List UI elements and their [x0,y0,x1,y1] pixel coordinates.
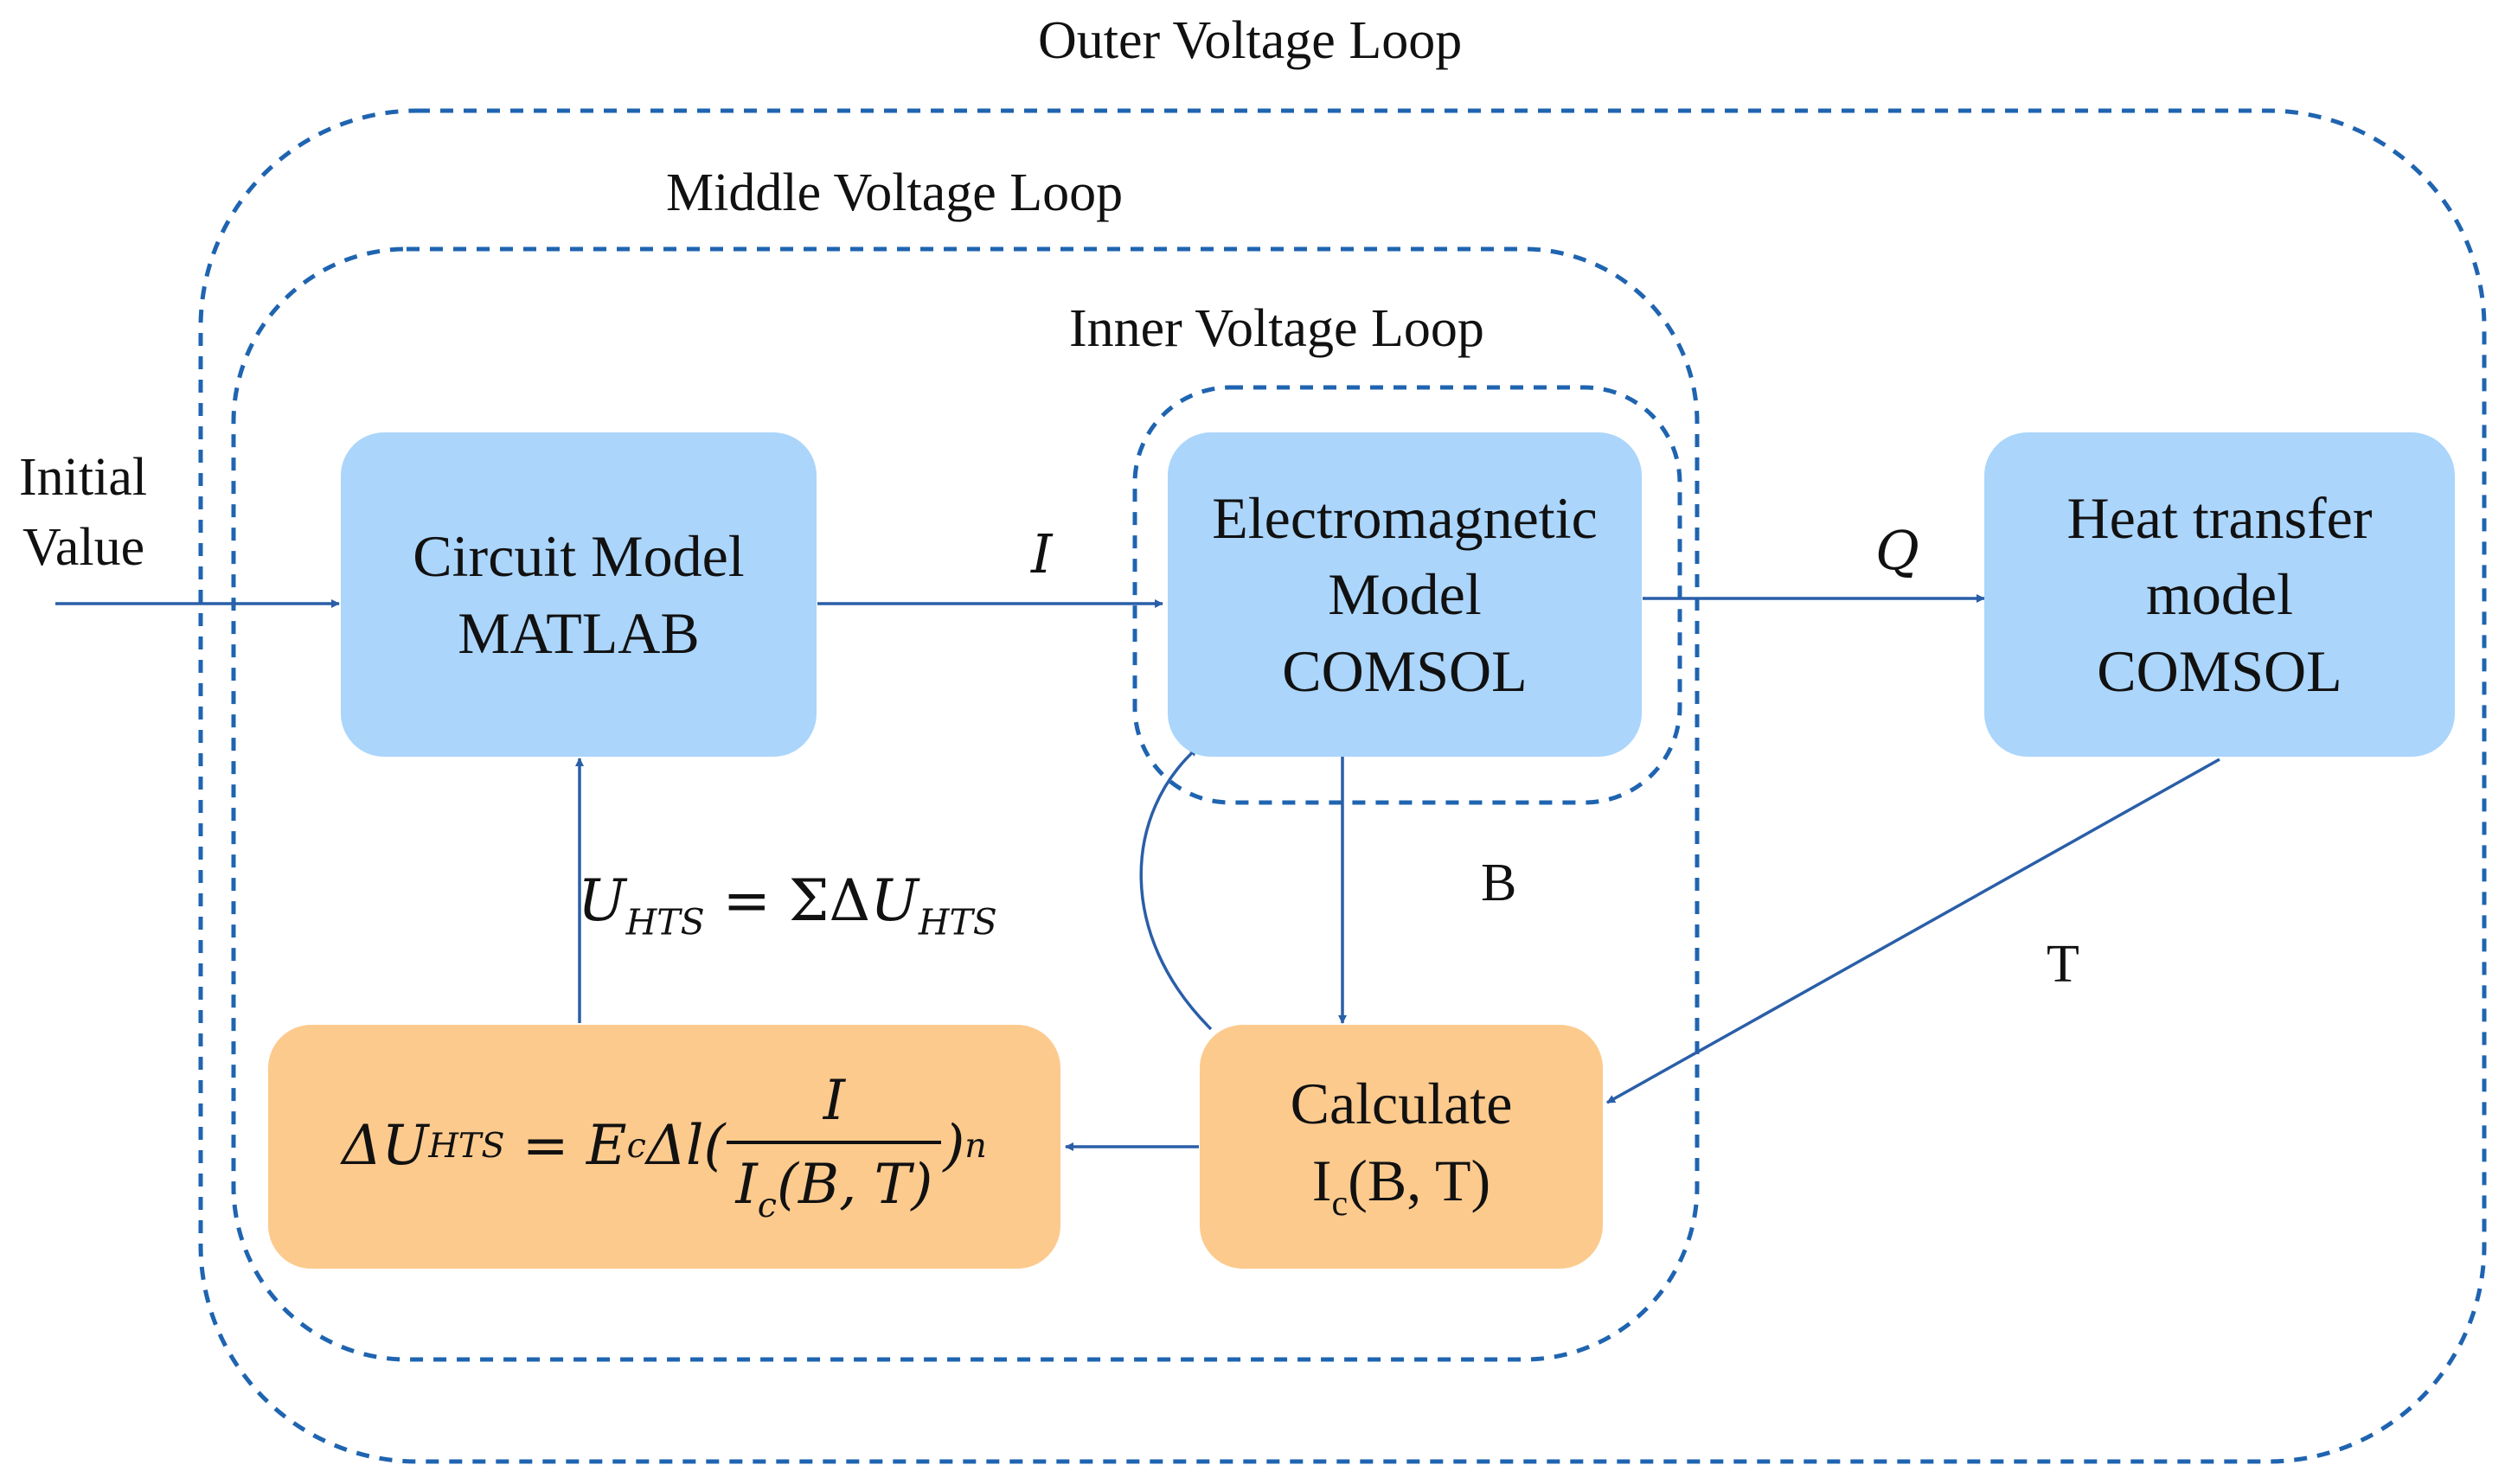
circuit-model-line-1: Circuit Model [413,523,745,590]
heat-transfer-line-3: COMSOL [2097,637,2342,704]
current-signal-label: I [1031,522,1053,585]
calculate-ic-block: Calculate Ic(B, T) [1200,1025,1603,1269]
electromagnetic-model-line-1: Electromagnetic [1212,484,1598,551]
calculate-line-2: Ic(B, T) [1311,1147,1491,1224]
electromagnetic-model-line-2: Model [1328,561,1482,628]
outer-loop-title: Outer Voltage Loop [1038,11,1463,70]
initial-value-label: Initial Value [19,443,147,582]
middle-loop-title: Middle Voltage Loop [666,163,1124,222]
initial-value-line-2: Value [22,517,145,577]
circuit-model-line-2: MATLAB [458,599,700,666]
inner-loop-border [1132,385,1682,805]
inner-feedback-arrow [1139,746,1213,1031]
temperature-arrow [1606,758,2220,1104]
field-signal-label: B [1481,854,1517,912]
electromagnetic-model-line-3: COMSOL [1282,637,1528,704]
heat-signal-label: Q [1875,519,1919,582]
calculate-line-1: Calculate [1290,1071,1513,1137]
temperature-signal-label: T [2047,935,2079,994]
heat-transfer-model-block: Heat transfer model COMSOL [1984,432,2455,757]
initial-value-line-1: Initial [19,448,148,507]
electromagnetic-model-block: Electromagnetic Model COMSOL [1168,432,1642,757]
heat-transfer-line-2: model [2146,561,2293,628]
outer-loop-border [198,108,2487,1464]
circuit-model-block: Circuit Model MATLAB [341,432,817,757]
heat-transfer-line-1: Heat transfer [2066,484,2373,551]
inner-loop-title: Inner Voltage Loop [1069,299,1484,358]
voltage-sum-equation: UHTS = ΣΔUHTS [578,867,997,943]
